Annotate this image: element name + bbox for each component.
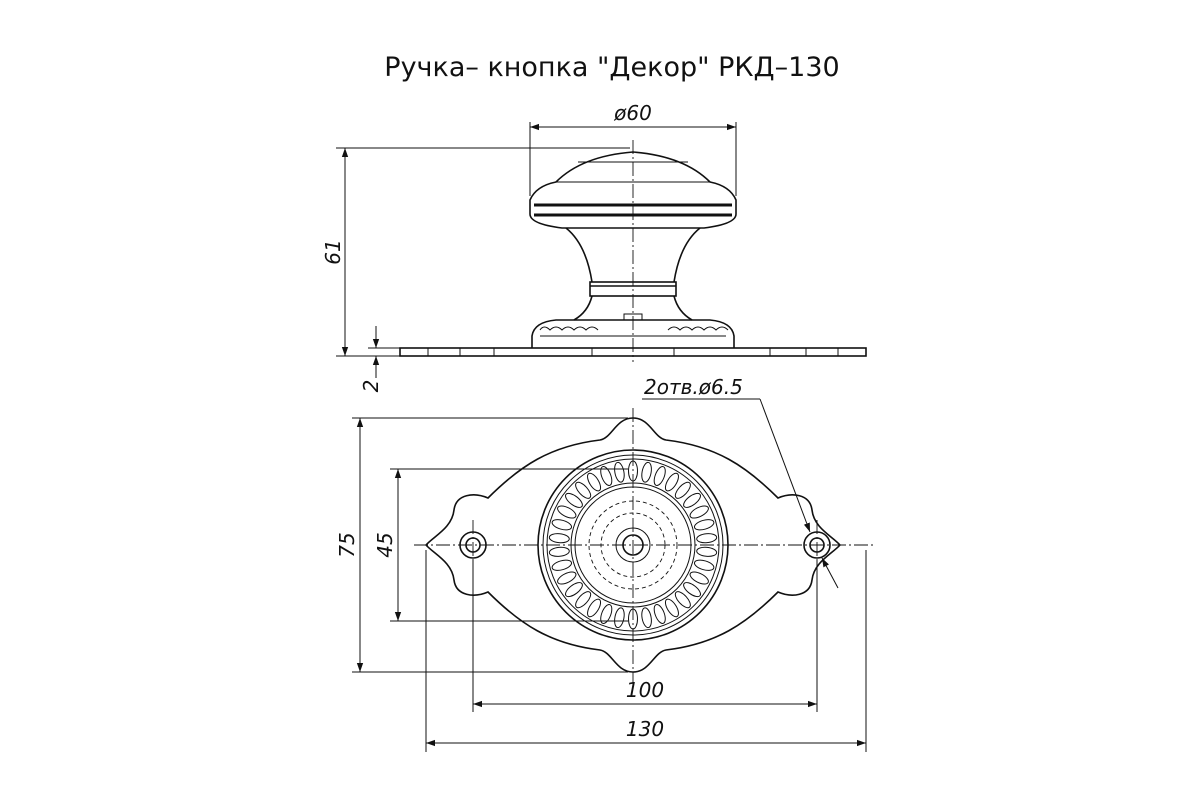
rosette-petal <box>683 492 701 508</box>
rosette-petal <box>653 604 666 624</box>
rosette-petal <box>575 591 592 609</box>
dim-knob-diameter-label: ø60 <box>613 101 652 125</box>
rosette-petal <box>548 546 570 557</box>
rosette-petal <box>693 559 715 571</box>
rosette-petal <box>575 481 592 499</box>
rosette-petal <box>641 607 652 629</box>
dim-height: 61 <box>321 147 630 357</box>
rosette-petal <box>683 582 701 598</box>
dim-plate-height: 75 <box>335 417 628 673</box>
front-view: 2отв.ø6.5 75 45 100 130 <box>335 375 876 752</box>
dim-hole-spacing-label: 100 <box>626 678 664 702</box>
side-view: ø60 61 2 <box>321 101 867 392</box>
rosette-petal <box>696 546 718 557</box>
rosette-petal <box>664 598 679 618</box>
rosette-petal <box>674 591 691 609</box>
dim-rosette-label: 45 <box>373 532 397 557</box>
dim-rosette: 45 <box>373 468 628 622</box>
rosette-petal <box>674 481 691 499</box>
rosette-petal <box>557 505 577 519</box>
dim-holes: 2отв.ø6.5 <box>642 375 839 589</box>
rosette-petal <box>689 505 709 519</box>
dim-knob-diameter: ø60 <box>529 101 737 196</box>
rosette-petal <box>548 533 570 544</box>
dim-hole-spacing: 100 <box>472 560 818 712</box>
rosette-petal <box>641 461 652 483</box>
drawing-title: Ручка– кнопка "Декор" РКД–130 <box>384 52 839 83</box>
dim-height-label: 61 <box>321 239 345 264</box>
dim-thickness: 2 <box>359 326 400 392</box>
rosette-petal <box>587 598 602 618</box>
rosette-ornament <box>548 460 718 630</box>
dim-plate-height-label: 75 <box>335 532 359 557</box>
knob-neck <box>565 227 701 283</box>
rosette-petal <box>664 472 679 492</box>
rosette-petal <box>557 571 577 585</box>
rosette-petal <box>551 519 573 531</box>
rosette-petal <box>587 472 602 492</box>
rosette-petal <box>551 559 573 571</box>
dim-thickness-label: 2 <box>359 380 383 393</box>
rosette-petal <box>565 492 583 508</box>
rosette-pattern-band <box>539 326 729 331</box>
dim-plate-width: 130 <box>425 550 867 752</box>
rosette-petal <box>614 607 625 629</box>
rosette-petal <box>693 519 715 531</box>
rosette-petal <box>689 571 709 585</box>
rosette-petal <box>614 461 625 483</box>
dim-plate-width-label: 130 <box>626 717 664 741</box>
plate-segments <box>427 348 839 356</box>
rosette-petal <box>600 466 613 486</box>
rosette-petal <box>696 533 718 544</box>
dim-holes-label: 2отв.ø6.5 <box>644 375 743 399</box>
rosette-petal <box>653 466 666 486</box>
rosette-petal <box>565 582 583 598</box>
rosette-petal <box>600 604 613 624</box>
